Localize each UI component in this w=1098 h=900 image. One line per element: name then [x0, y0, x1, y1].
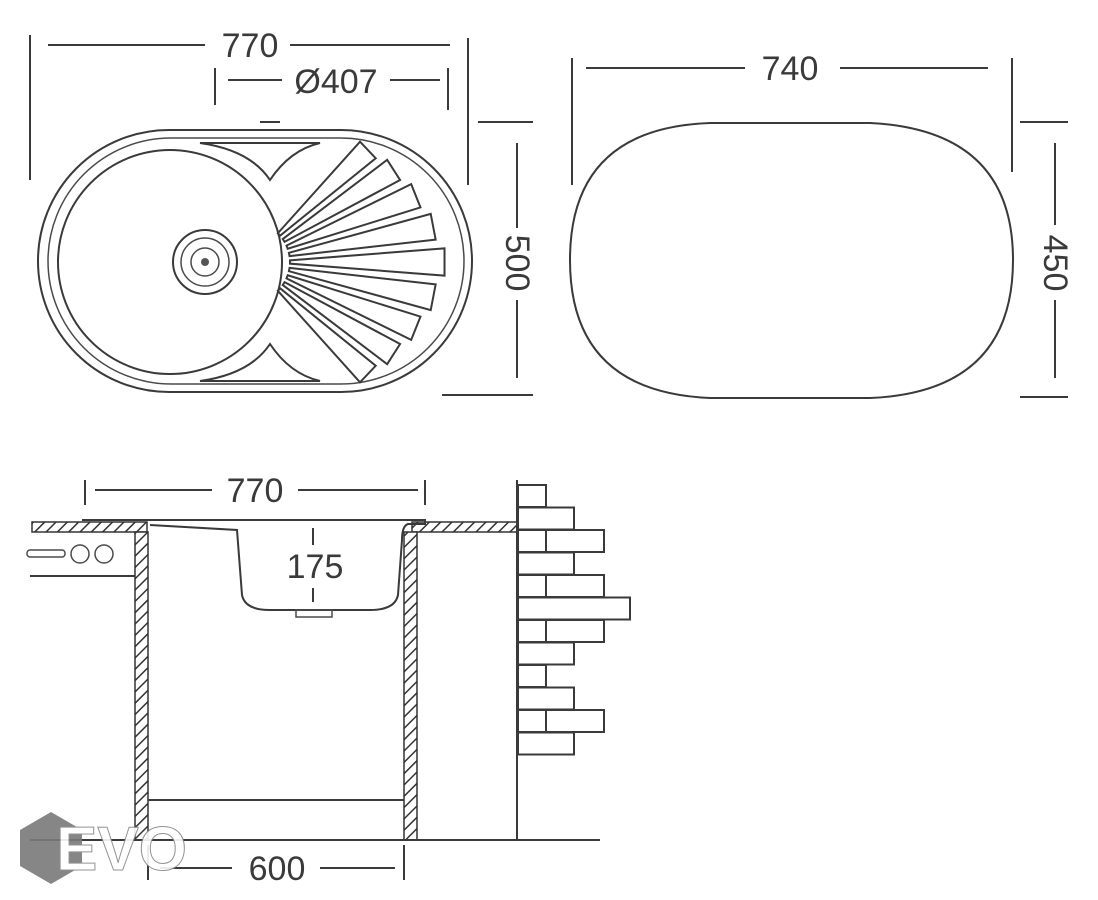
logo-text: EVO — [56, 815, 187, 884]
cabinet-width-label: 600 — [249, 850, 306, 888]
brick — [545, 709, 605, 733]
drainer-rib — [281, 280, 402, 366]
top-view-dimensions: 770 Ø407 500 — [29, 27, 536, 396]
brick — [517, 709, 547, 733]
logo-hexagon-icon — [20, 812, 82, 884]
side-view: 770 175 600 — [26, 472, 631, 888]
countertop-right — [411, 521, 518, 533]
brick — [517, 686, 575, 711]
countertop-left — [31, 521, 148, 533]
drain-outer — [172, 229, 238, 295]
drain-ring — [180, 237, 230, 287]
drainer-ribs — [276, 140, 446, 384]
cutout-view: 740 450 — [568, 50, 1074, 399]
drainer-rib — [276, 286, 378, 384]
brick — [517, 506, 575, 531]
drain-strainer-icon — [190, 247, 220, 277]
drainer-top-wedge — [199, 142, 321, 182]
brick — [517, 484, 547, 508]
knob-icon — [94, 544, 114, 564]
brick — [545, 529, 605, 553]
bowl-diameter-label: Ø407 — [294, 63, 377, 101]
drawer-handle-icon — [26, 549, 66, 558]
drainer-rib — [287, 266, 437, 312]
brick — [517, 574, 547, 598]
drainer-rib — [287, 212, 437, 258]
bowl-circle — [57, 149, 283, 375]
cutout-width-label: 740 — [762, 50, 819, 88]
drainer-bottom-wedge — [199, 342, 321, 382]
knob-icon — [70, 544, 90, 564]
drainer-rib — [285, 274, 422, 342]
side-width-label: 770 — [227, 472, 284, 510]
cutout-outline — [568, 122, 1015, 399]
drainer-rib — [285, 182, 422, 250]
brick — [517, 529, 547, 553]
cabinet-wall-left — [134, 531, 149, 841]
brick — [545, 574, 605, 598]
drainer-rib — [276, 140, 378, 238]
brick — [517, 551, 575, 576]
sink-outline — [37, 129, 473, 393]
cabinet-wall-right — [403, 531, 418, 841]
evo-logo: EVO — [20, 812, 187, 885]
brick — [517, 619, 547, 643]
brick — [517, 596, 631, 621]
brick — [517, 731, 575, 756]
brick — [517, 664, 547, 688]
drainer-rib — [288, 247, 446, 277]
overall-width-label: 770 — [222, 27, 279, 65]
brick — [517, 641, 575, 666]
drainer-rib — [281, 158, 402, 244]
cutout-depth-label: 450 — [1036, 235, 1074, 292]
drain-outlet — [295, 609, 333, 618]
overall-depth-label: 500 — [498, 235, 536, 292]
top-view-sink — [37, 129, 473, 393]
sink-inner-rim — [47, 137, 465, 385]
brick — [545, 619, 605, 643]
bowl-depth-label: 175 — [287, 548, 344, 586]
drain-center — [201, 258, 209, 266]
brick-wall — [517, 484, 631, 756]
sink-profile — [82, 519, 426, 611]
